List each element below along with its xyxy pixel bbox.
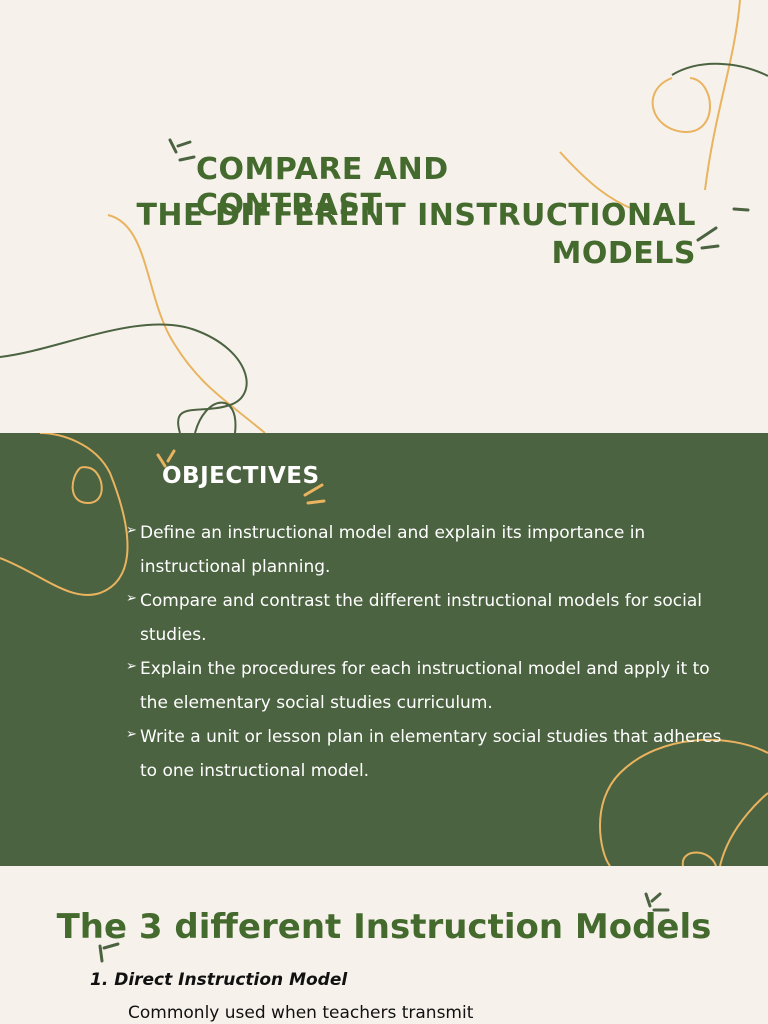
title-line-1: COMPARE AND CONTRAST [196, 152, 449, 223]
model-1-description: Commonly used when teachers transmit [128, 1003, 474, 1023]
objective-text: Define an instructional model and explai… [140, 523, 646, 577]
objective-text: Compare and contrast the different instr… [140, 591, 703, 645]
list-item: ➢ Explain the procedures for each instru… [126, 652, 726, 720]
arrow-bullet-icon: ➢ [126, 659, 137, 674]
objectives-heading: OBJECTIVES [162, 463, 320, 489]
decorative-swirls [98, 892, 670, 963]
list-item: ➢ Define an instructional model and expl… [126, 516, 726, 584]
decorative-swirls [0, 0, 768, 433]
title-line-2: THE DIFFERENT INSTRUCTIONAL MODELS [136, 198, 696, 271]
decorative-swirls [0, 433, 768, 866]
objectives-slide: OBJECTIVES ➢ Define an instructional mod… [0, 433, 768, 866]
objective-text: Explain the procedures for each instruct… [140, 659, 710, 713]
model-1-title: 1. Direct Instruction Model [90, 970, 348, 990]
arrow-bullet-icon: ➢ [126, 591, 137, 606]
models-heading: The 3 different Instruction Models [56, 907, 712, 947]
list-item: ➢ Compare and contrast the different ins… [126, 584, 726, 652]
title-slide: COMPARE AND CONTRAST THE DIFFERENT INSTR… [0, 0, 768, 433]
list-item: ➢ Write a unit or lesson plan in element… [126, 720, 726, 788]
objective-text: Write a unit or lesson plan in elementar… [140, 727, 722, 781]
models-slide: The 3 different Instruction Models 1. Di… [0, 866, 768, 1024]
objectives-list: ➢ Define an instructional model and expl… [126, 516, 726, 788]
arrow-bullet-icon: ➢ [126, 727, 137, 742]
arrow-bullet-icon: ➢ [126, 523, 137, 538]
